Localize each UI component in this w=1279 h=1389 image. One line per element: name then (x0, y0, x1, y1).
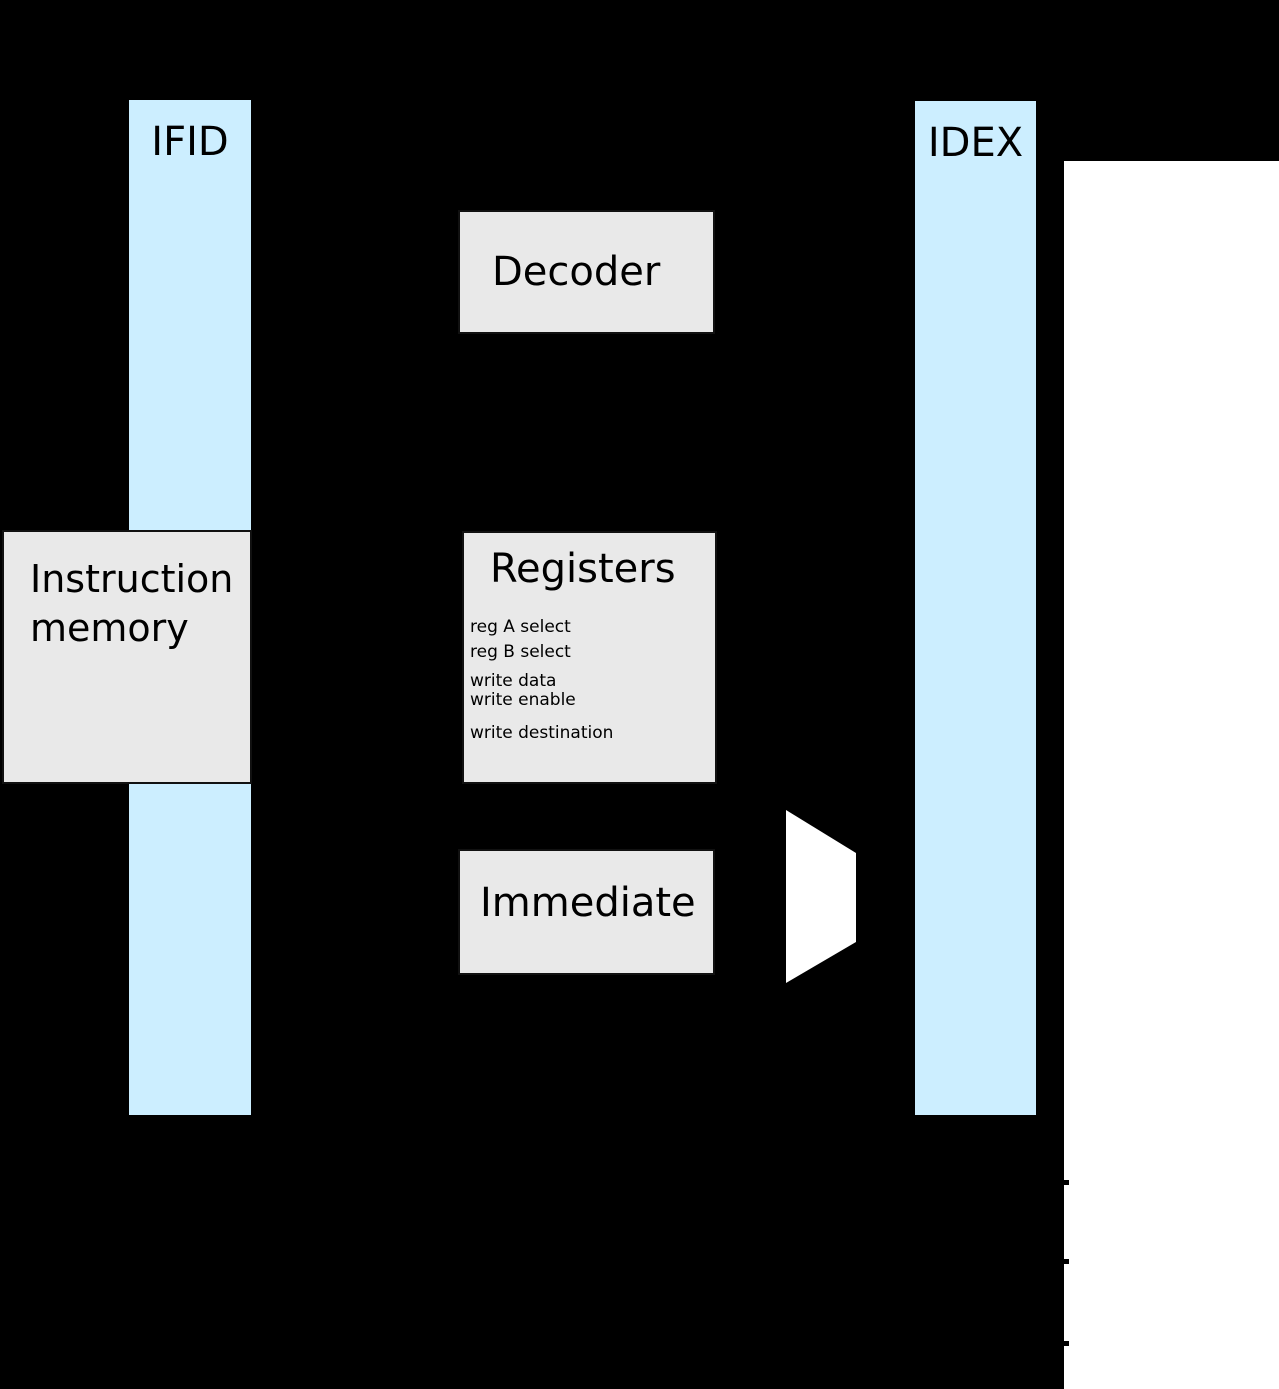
immediate-label: Immediate (480, 880, 696, 926)
mux-trapezoid (786, 810, 856, 983)
wire-stub-2 (1063, 1259, 1069, 1264)
block-immediate: Immediate (458, 849, 715, 975)
block-decoder: Decoder (458, 210, 715, 334)
wire-stub-3 (1063, 1341, 1069, 1346)
wire-stub-1 (1063, 1180, 1069, 1185)
block-instruction-memory: Instruction memory (2, 530, 252, 784)
block-registers: Registers reg A select reg B select writ… (462, 531, 717, 784)
registers-port-write-data: write data (470, 671, 557, 691)
instruction-memory-label: Instruction memory (30, 557, 234, 651)
registers-port-write-enable: write enable (470, 690, 576, 710)
registers-port-write-destination: write destination (470, 723, 614, 743)
registers-label: Registers (490, 546, 676, 592)
pipeline-register-idex: IDEX (914, 100, 1037, 1116)
registers-port-reg-b-select: reg B select (470, 642, 571, 662)
registers-port-reg-a-select: reg A select (470, 617, 571, 637)
decoder-label: Decoder (492, 249, 661, 295)
ifid-label: IFID (151, 119, 229, 165)
idex-label: IDEX (927, 120, 1024, 166)
mux-shape-icon (786, 810, 856, 983)
